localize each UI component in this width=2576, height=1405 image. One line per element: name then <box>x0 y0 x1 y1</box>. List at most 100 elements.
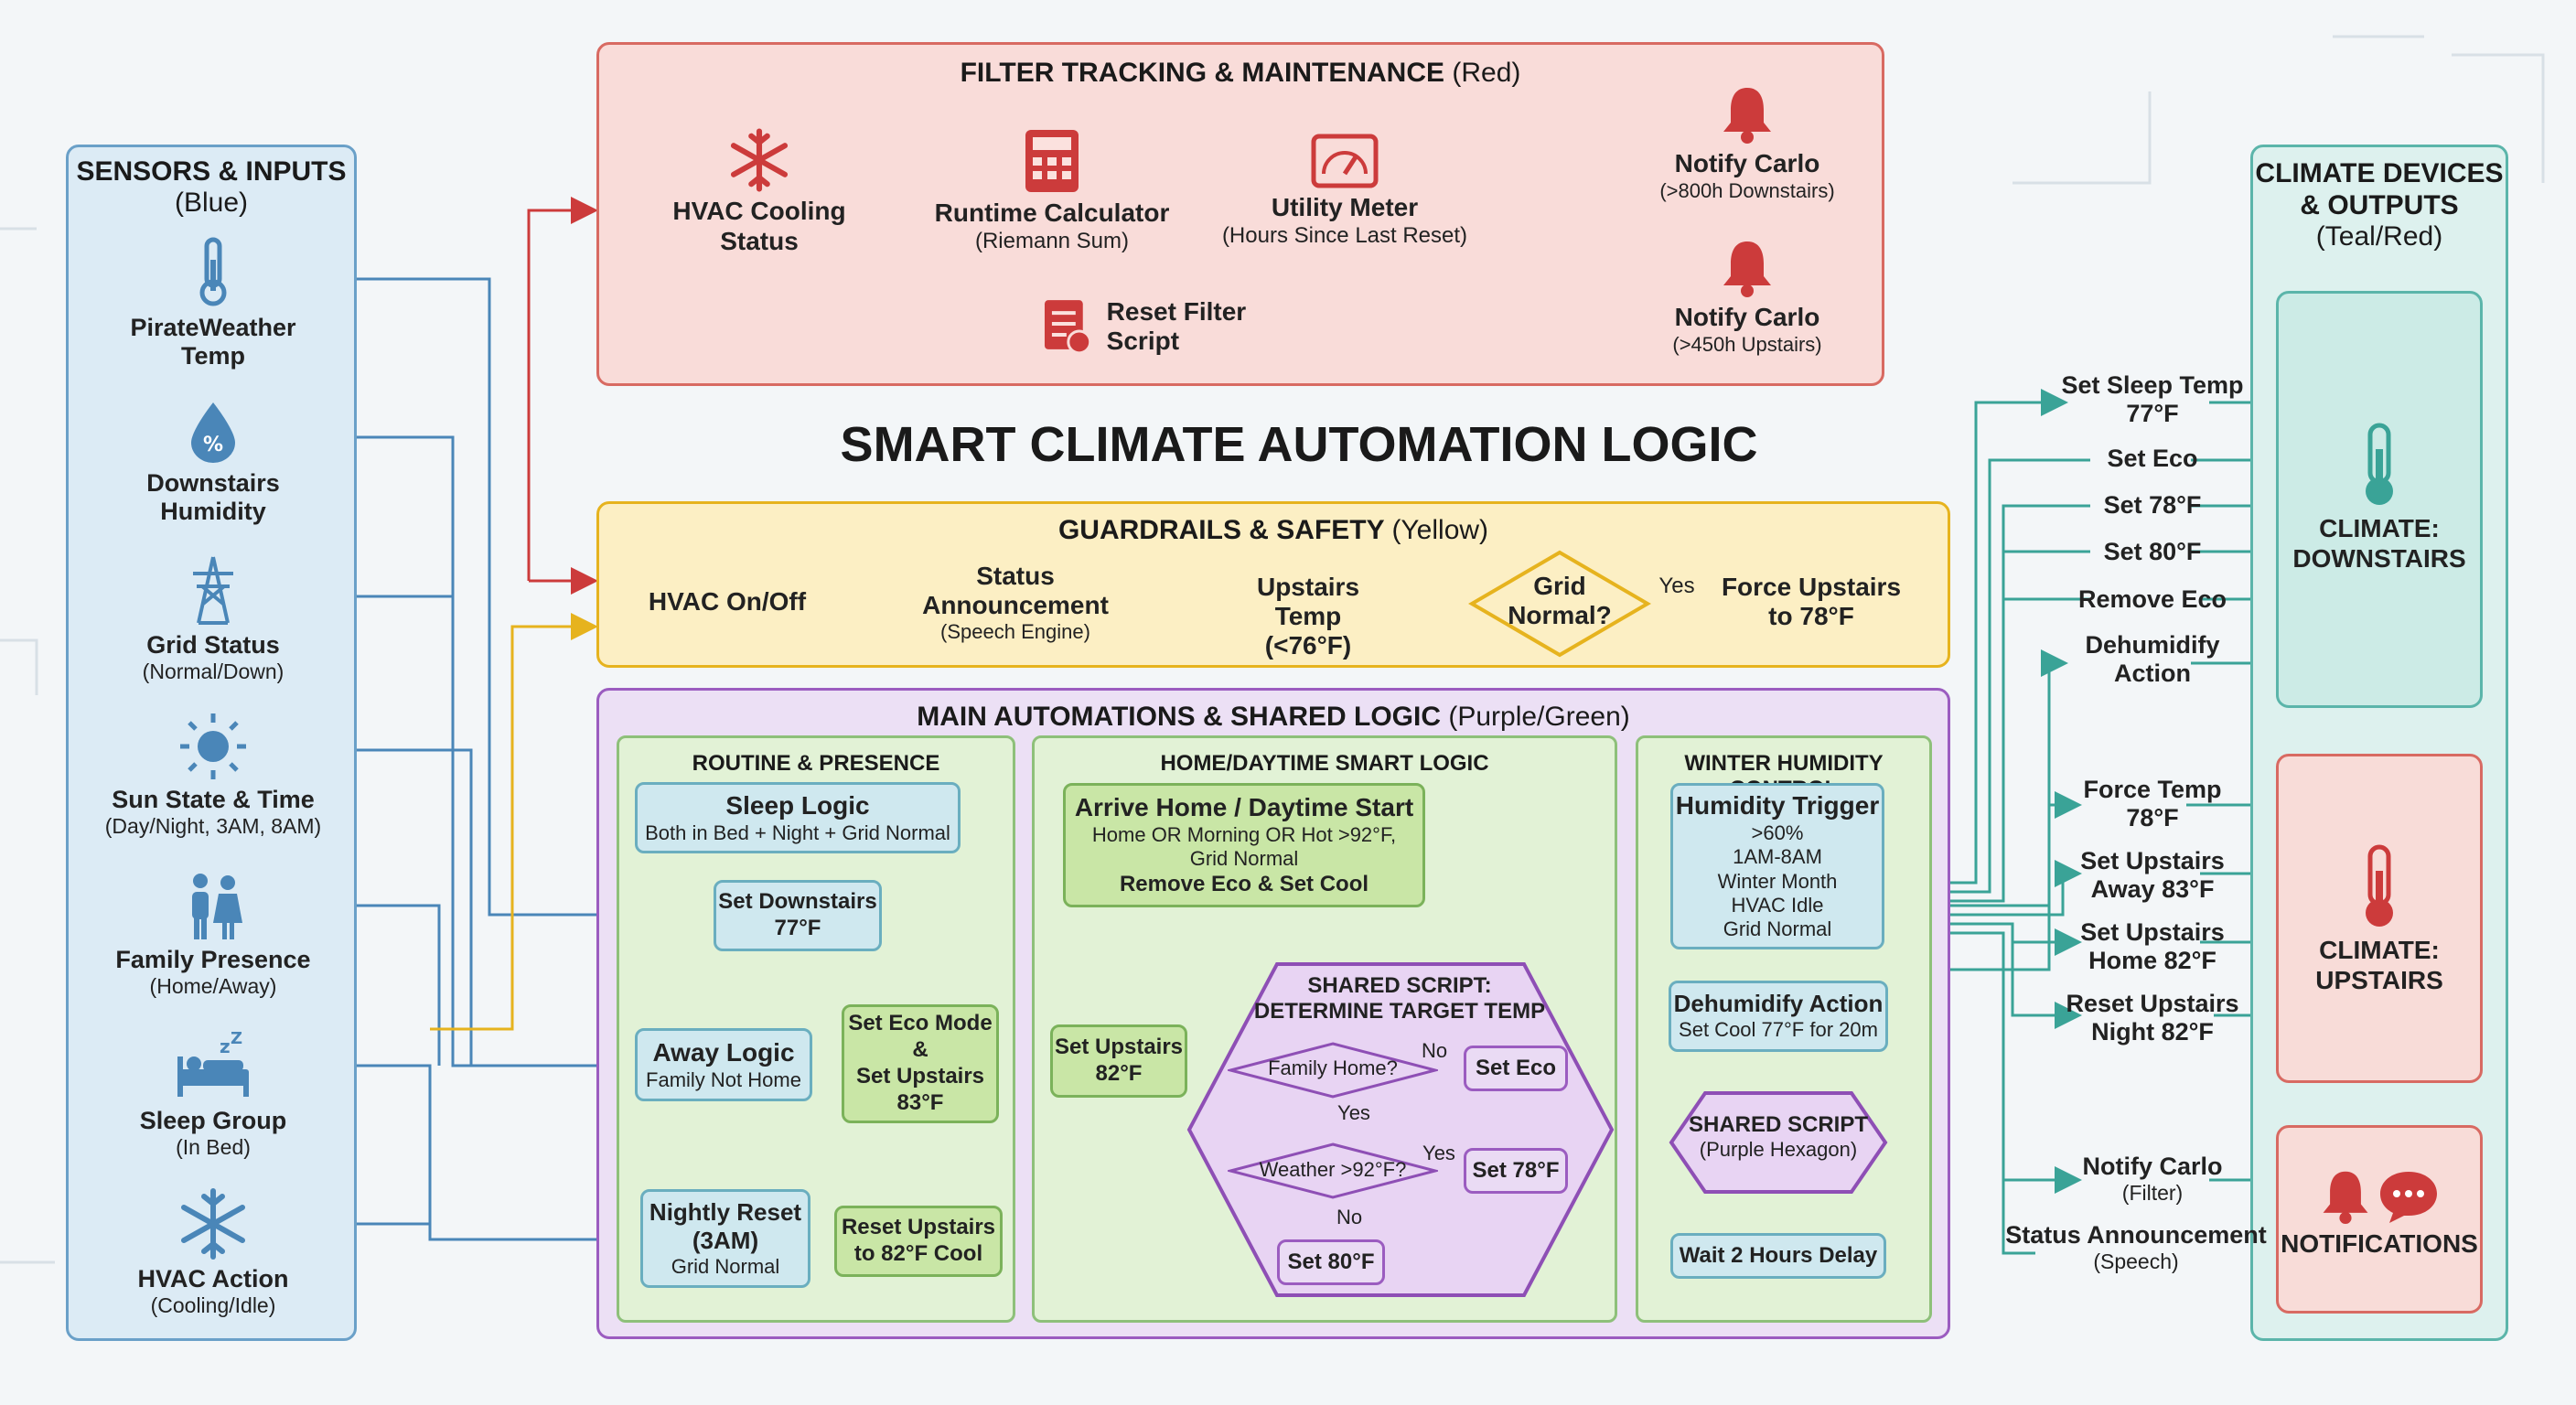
set-eco-mode-node: Set Eco Mode & Set Upstairs 83°F <box>842 1004 999 1123</box>
home-title: HOME/DAYTIME SMART LOGIC <box>1160 751 1489 776</box>
sun-icon <box>180 713 246 779</box>
shared-small-sub: (Purple Hexagon) <box>1699 1137 1858 1161</box>
arrive-sub2: Grid Normal <box>1189 847 1299 871</box>
notify-sub: (>450h Upstairs) <box>1672 332 1822 356</box>
sleep-logic-name: Sleep Logic <box>725 791 870 820</box>
away-logic-sub: Family Not Home <box>646 1067 801 1091</box>
svg-text:Z: Z <box>231 1029 242 1048</box>
dehum-sub: Set Cool 77°F for 20m <box>1679 1018 1878 1042</box>
notify-sub: (>800h Downstairs) <box>1659 178 1835 202</box>
snowflake-icon <box>181 1188 245 1260</box>
meter-sub: (Hours Since Last Reset) <box>1221 222 1468 248</box>
sensor-name: Downstairs <box>146 469 280 497</box>
sensor-name: Family Presence <box>115 946 311 973</box>
family-home-decision <box>1228 1042 1438 1099</box>
outputs-subtitle: (Teal/Red) <box>2315 221 2443 252</box>
family-icon <box>192 874 242 939</box>
grid-line2: Normal? <box>1508 601 1612 630</box>
sensor-state: (Cooling/Idle) <box>150 1293 276 1318</box>
grid-normal-label: Grid Normal? <box>1468 572 1651 630</box>
runtime-sub: (Riemann Sum) <box>974 228 1130 253</box>
notify-carlo-downstairs: Notify Carlo (>800h Downstairs) <box>1637 84 1857 202</box>
hvac-status-label: HVAC Cooling Status <box>672 197 846 255</box>
arrive-sub1: Home OR Morning OR Hot >92°F, <box>1091 823 1397 846</box>
notifications-label: NOTIFICATIONS <box>2281 1229 2478 1259</box>
sensor-pirateweather: PirateWeather Temp <box>80 236 346 370</box>
sleep-bed-icon: z Z <box>177 1029 249 1097</box>
guardrails-title: GUARDRAILS & SAFETY <box>1057 515 1385 545</box>
status-line2: Announcement <box>922 591 1109 620</box>
yes-label-1: Yes <box>1337 1101 1370 1124</box>
climate-upstairs-box: CLIMATE: UPSTAIRS <box>2276 754 2483 1083</box>
away-logic-node: Away Logic Family Not Home <box>635 1028 812 1101</box>
humidity-trigger-node: Humidity Trigger >60% 1AM-8AM Winter Mon… <box>1670 783 1884 949</box>
dehumidify-action-node: Dehumidify Action Set Cool 77°F for 20m <box>1669 981 1888 1052</box>
guardrails-subtitle: (Yellow) <box>1391 515 1489 545</box>
force-upstairs: Force Upstairs to 78°F <box>1720 573 1903 631</box>
sensors-title: SENSORS & INPUTS <box>76 156 347 187</box>
svg-text:%: % <box>203 434 223 456</box>
runtime-name: Runtime Calculator <box>934 198 1170 228</box>
output-action: Set 80°F <box>2103 538 2202 565</box>
calculator-icon <box>1025 130 1079 192</box>
bell-icon <box>1723 88 1771 144</box>
climate-down-line2: DOWNSTAIRS <box>2292 543 2466 573</box>
grid-normal-decision <box>1468 550 1651 658</box>
set-downstairs-node: Set Downstairs 77°F <box>714 880 882 951</box>
nightly-line1: Nightly Reset <box>649 1197 802 1226</box>
reset-filter-label: Reset Filter Script <box>1106 297 1247 355</box>
sensor-name-line2: Humidity <box>160 498 266 526</box>
outputs-title-1: CLIMATE DEVICES <box>2255 158 2504 188</box>
set-78-label: Set 78°F <box>1472 1157 1560 1183</box>
trigger-line: HVAC Idle <box>1731 893 1824 917</box>
notify-carlo-upstairs: Notify Carlo (>450h Upstairs) <box>1637 238 1857 356</box>
reset-up-line1: Reset Upstairs <box>841 1215 996 1240</box>
sensor-sun-state: Sun State & Time (Day/Night, 3AM, 8AM) <box>80 712 346 840</box>
routine-title: ROUTINE & PRESENCE <box>692 751 940 776</box>
set-80-node: Set 80°F <box>1277 1239 1385 1285</box>
eco-line2: & <box>912 1037 928 1063</box>
trigger-line: >60% <box>1751 820 1804 844</box>
sensor-hvac-action: HVAC Action (Cooling/Idle) <box>80 1187 346 1319</box>
trigger-name: Humidity Trigger <box>1675 791 1880 820</box>
output-action: Set Eco <box>2107 445 2198 472</box>
output-action: Set 78°F <box>2103 491 2202 519</box>
shared-script-title: SHARED SCRIPT: DETERMINE TARGET TEMP <box>1226 973 1573 1024</box>
reset-filter-script: Reset Filter Script <box>1041 295 1325 359</box>
sleep-logic-sub: Both in Bed + Night + Grid Normal <box>645 820 950 844</box>
sensor-downstairs-humidity: % Downstairs Humidity <box>80 401 346 526</box>
notify-name: Notify Carlo <box>1674 303 1820 332</box>
reset-up-line2: to 82°F Cool <box>853 1241 983 1266</box>
output-action: Remove Eco <box>2077 585 2227 613</box>
thermometer-icon <box>2366 844 2393 927</box>
set-upstairs-82-node: Set Upstairs 82°F <box>1050 1024 1187 1098</box>
hvac-on-off: HVAC On/Off <box>648 587 807 616</box>
nightly-line2: (3AM) <box>692 1226 759 1254</box>
utility-meter: Utility Meter (Hours Since Last Reset) <box>1212 134 1477 248</box>
humidity-drop-icon: % <box>191 402 235 463</box>
svg-text:z: z <box>220 1035 231 1057</box>
set-downstairs-line2: 77°F <box>774 916 821 940</box>
set-80-label: Set 80°F <box>1287 1249 1375 1274</box>
snowflake-icon <box>730 128 789 192</box>
shared-small-name: SHARED SCRIPT <box>1688 1112 1869 1137</box>
sensor-name-line2: Temp <box>180 342 245 370</box>
notifications-box: NOTIFICATIONS <box>2276 1125 2483 1314</box>
meter-gauge-icon <box>1311 134 1379 188</box>
yes-label: Yes <box>1658 574 1695 598</box>
no-label-1: No <box>1421 1039 1448 1062</box>
set-eco-label: Set Eco <box>1475 1055 1557 1080</box>
no-label-2: No <box>1336 1206 1363 1228</box>
shared-script-small-hexagon <box>1669 1091 1888 1194</box>
sensor-name: PirateWeather <box>130 314 296 341</box>
weather-decision <box>1228 1142 1438 1199</box>
upstairs-line1: Upstairs Temp <box>1256 573 1360 631</box>
wait-delay-node: Wait 2 Hours Delay <box>1670 1233 1886 1279</box>
set-downstairs-line1: Set Downstairs <box>718 889 877 915</box>
script-document-icon <box>1044 300 1092 355</box>
sensor-name: Sun State & Time <box>112 786 315 813</box>
